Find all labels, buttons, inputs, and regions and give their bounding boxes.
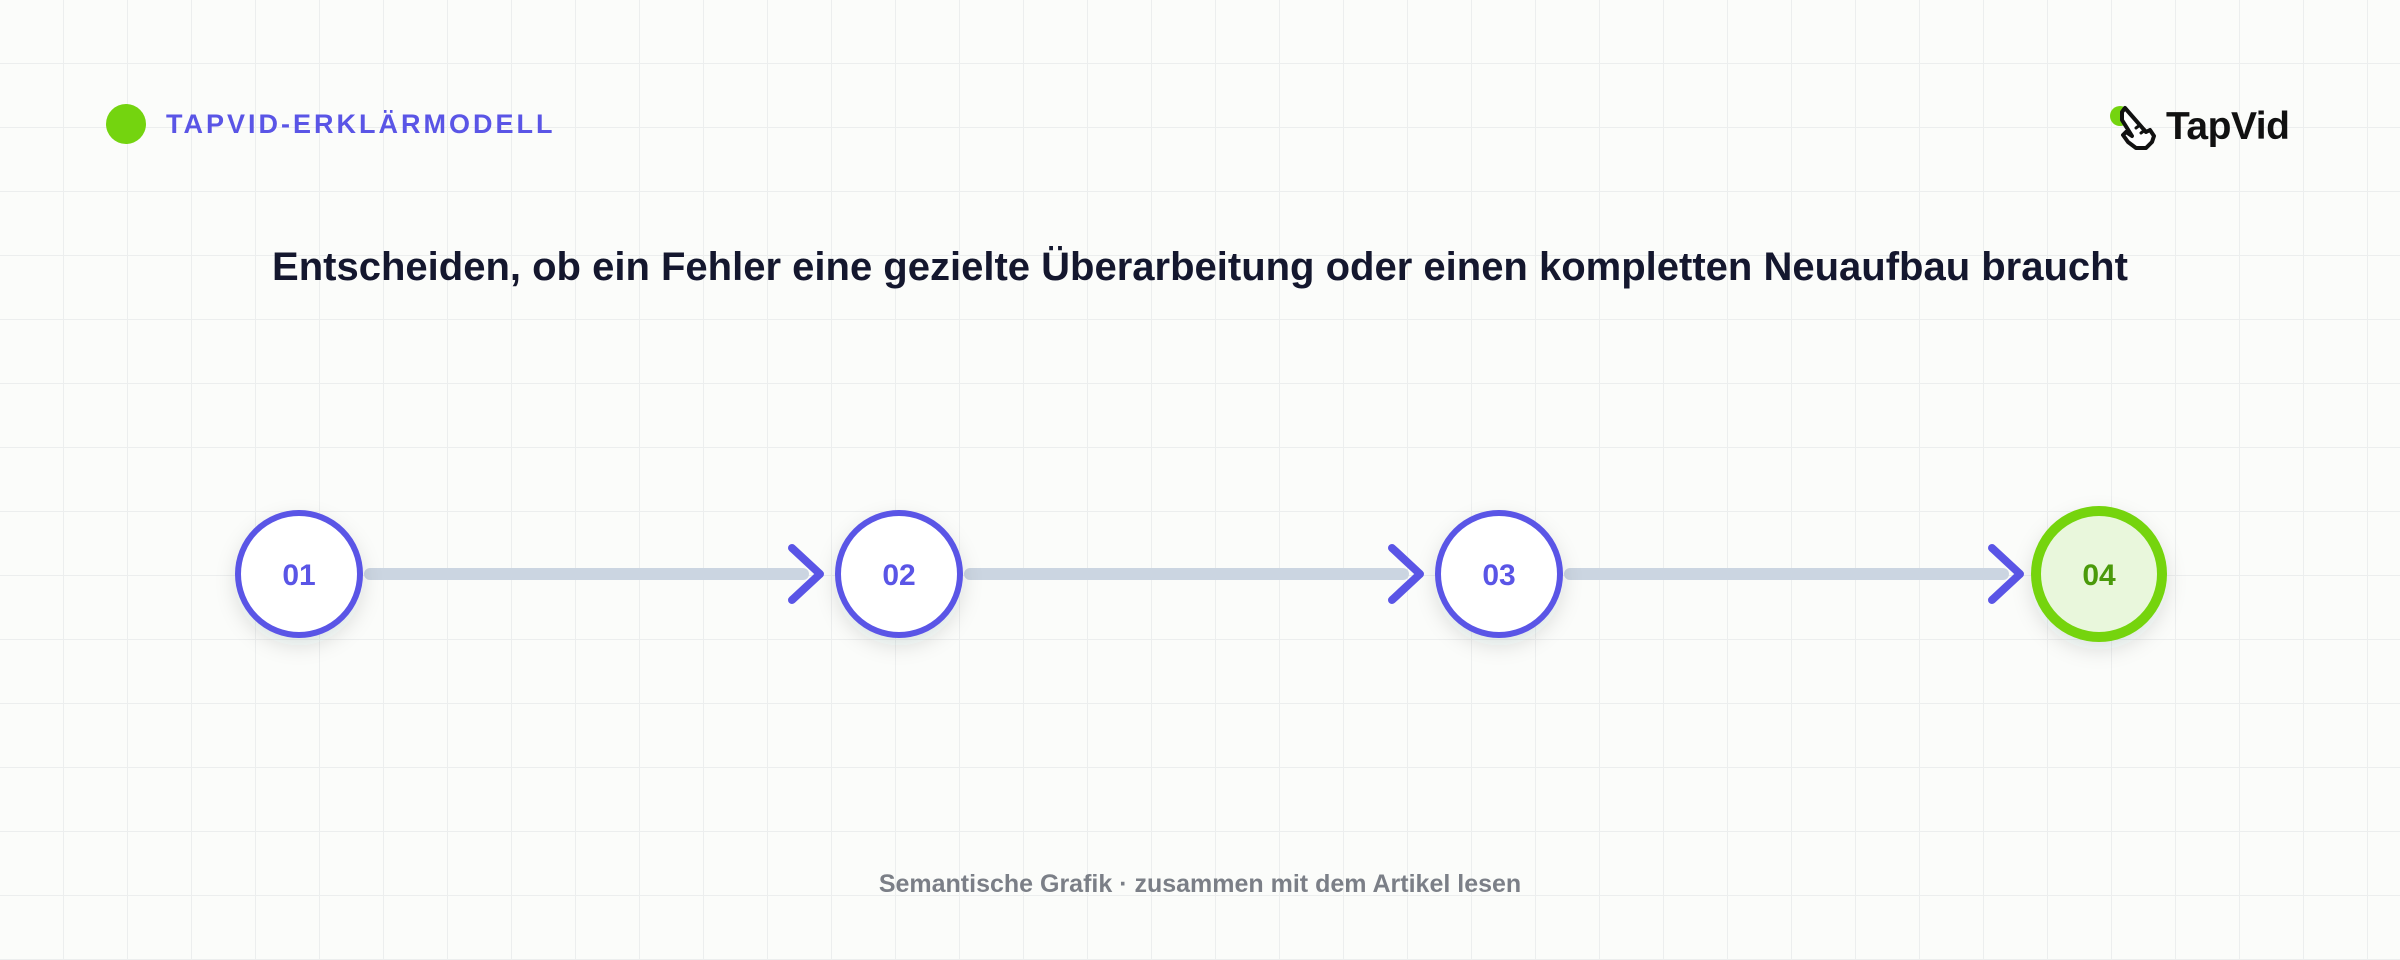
step-node-04: 04 xyxy=(2031,506,2167,642)
step-label: 01 xyxy=(282,559,315,592)
connector-arrow-1 xyxy=(364,544,824,604)
arrow-head-icon xyxy=(788,544,824,604)
step-circle xyxy=(835,510,963,638)
step-circle xyxy=(2031,506,2167,642)
brand-dot xyxy=(106,104,146,144)
step-label: 02 xyxy=(882,559,915,592)
tap-hand-icon xyxy=(2110,106,2156,150)
step-circle xyxy=(235,510,363,638)
brand-tag-label: TAPVID-ERKLÄRMODELL xyxy=(166,108,556,139)
logo-text: TapVid xyxy=(2166,105,2290,148)
arrow-head-icon xyxy=(1988,544,2024,604)
step-node-01: 01 xyxy=(235,510,363,638)
step-node-02: 02 xyxy=(835,510,963,638)
step-label: 03 xyxy=(1482,559,1515,592)
diagram-title: Entscheiden, ob ein Fehler eine gezielte… xyxy=(272,245,2128,289)
footer-note: Semantische Grafik · zusammen mit dem Ar… xyxy=(878,870,1522,898)
step-node-03: 03 xyxy=(1435,510,1563,638)
step-circle xyxy=(1435,510,1563,638)
brand-tag: TAPVID-ERKLÄRMODELL xyxy=(106,104,555,144)
arrow-head-icon xyxy=(1388,544,1424,604)
connector-arrow-3 xyxy=(1564,544,2024,604)
tapvid-logo: TapVid xyxy=(2106,98,2290,156)
step-label: 04 xyxy=(2082,559,2116,592)
connector-arrow-2 xyxy=(964,544,1424,604)
